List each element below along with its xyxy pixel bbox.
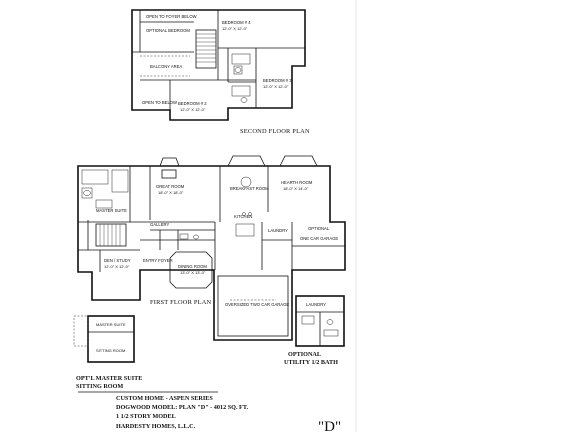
second-floor-title: SECOND FLOOR PLAN bbox=[240, 128, 310, 135]
laundry-label: LAUNDRY bbox=[268, 228, 288, 233]
gallery-label: GALLERY bbox=[150, 222, 169, 227]
svg-text:13'-0" X 13'-0": 13'-0" X 13'-0" bbox=[180, 270, 206, 275]
company-name: HARDESTY HOMES, L.L.C. bbox=[116, 423, 196, 430]
svg-text:12'-0" X 12'-0": 12'-0" X 12'-0" bbox=[104, 264, 130, 269]
hearth-room-label: HEARTH ROOM bbox=[281, 180, 313, 185]
garage-label: OVERSIZED TWO CAR GARAGE bbox=[225, 302, 289, 307]
optional-utility-caption-1: OPTIONAL bbox=[288, 351, 321, 358]
optional-utility-laundry: LAUNDRY bbox=[306, 302, 326, 307]
svg-text:18'-0" X 18'-0": 18'-0" X 18'-0" bbox=[158, 190, 184, 195]
opt-master-sitting-detail: MASTER SUITE SITTING ROOM OPT'L MASTER S… bbox=[73, 315, 142, 390]
balcony-label: BALCONY AREA bbox=[150, 64, 182, 69]
first-floor-plan: GREAT ROOM 18'-0" X 18'-0" BREAKFAST ROO… bbox=[77, 155, 346, 341]
opt-master-caption-2: SITTING ROOM bbox=[76, 383, 123, 390]
optional-utility-detail: LAUNDRY OPTIONAL UTILITY 1/2 BATH bbox=[284, 295, 345, 366]
bedroom-3-label: BEDROOM # 3 bbox=[263, 78, 292, 83]
svg-text:12'-0" X 12'-0": 12'-0" X 12'-0" bbox=[222, 26, 248, 31]
opt-master-caption-1: OPT'L MASTER SUITE bbox=[76, 375, 142, 382]
den-study-label: DEN / STUDY bbox=[104, 258, 131, 263]
svg-text:12'-0" X 12'-0": 12'-0" X 12'-0" bbox=[263, 84, 289, 89]
bedroom-4-label: BEDROOM # 4 bbox=[222, 20, 251, 25]
second-floor-plan: BEDROOM # 4 12'-0" X 12'-0" OPEN TO FOYE… bbox=[131, 9, 310, 135]
open-foyer-label: OPEN TO FOYER BELOW bbox=[146, 14, 197, 19]
master-suite-label: MASTER SUITE bbox=[96, 208, 127, 213]
optional-utility-caption-2: UTILITY 1/2 BATH bbox=[284, 359, 338, 366]
breakfast-label: BREAKFAST ROOM bbox=[230, 186, 269, 191]
svg-text:18'-0" X 14'-0": 18'-0" X 14'-0" bbox=[283, 186, 309, 191]
opt-bedroom-label: OPTIONAL BEDROOM bbox=[146, 28, 190, 33]
title-line-3: 1 1/2 STORY MODEL bbox=[116, 413, 176, 420]
one-car-garage-label: ONE CAR GARAGE bbox=[300, 236, 338, 241]
entry-foyer-label: ENTRY FOYER bbox=[143, 258, 173, 263]
title-line-2: DOGWOOD MODEL: PLAN "D" - 4012 SQ. FT. bbox=[116, 404, 249, 411]
first-floor-title: FIRST FLOOR PLAN bbox=[150, 299, 212, 306]
svg-text:MASTER SUITE: MASTER SUITE bbox=[96, 322, 126, 327]
svg-text:12'-0" X 12'-0": 12'-0" X 12'-0" bbox=[180, 107, 206, 112]
kitchen-label: KITCHEN bbox=[234, 214, 252, 219]
title-line-1: CUSTOM HOME - ASPEN SERIES bbox=[116, 395, 213, 402]
great-room-label: GREAT ROOM bbox=[156, 184, 185, 189]
open-below-label: OPEN TO BELOW bbox=[142, 100, 177, 105]
bedroom-2-label: BEDROOM # 2 bbox=[178, 101, 207, 106]
dining-room-label: DINING ROOM bbox=[178, 264, 207, 269]
svg-text:SITTING ROOM: SITTING ROOM bbox=[96, 348, 125, 353]
title-block: CUSTOM HOME - ASPEN SERIES DOGWOOD MODEL… bbox=[78, 391, 341, 432]
optional-label: OPTIONAL bbox=[308, 226, 330, 231]
plan-letter: "D" bbox=[318, 419, 341, 432]
